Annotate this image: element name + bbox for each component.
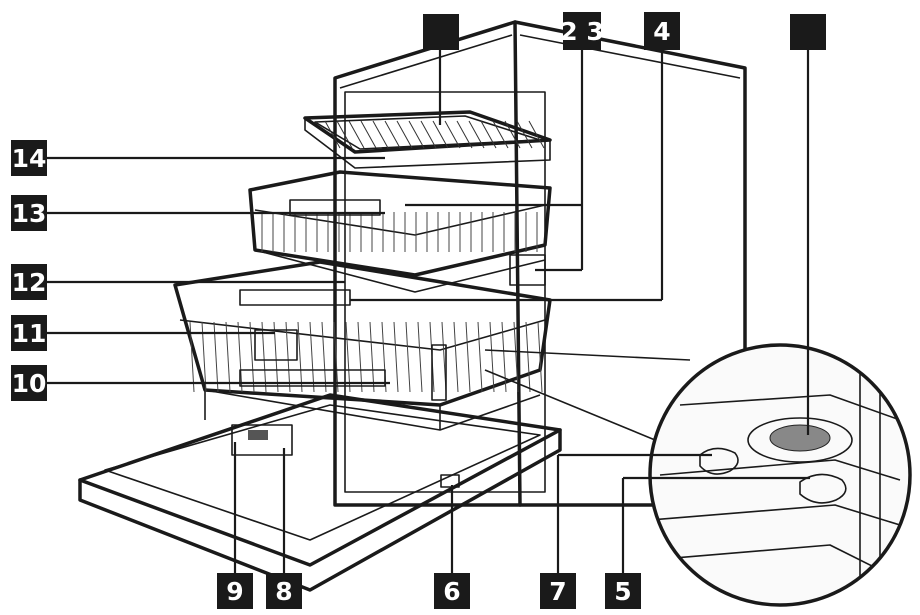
rack-wire [477,321,483,393]
rack-wire [372,120,389,149]
rack-wire [384,120,401,149]
rack-wire [525,321,531,393]
rack-wire [453,321,459,393]
label-text: 11 [12,319,47,348]
rack-wire [465,321,471,393]
label-text: 8 [275,577,292,606]
detail-magnifier [484,343,912,607]
rack-wire [357,321,363,393]
label-text: 9 [226,577,243,606]
label-text: 12 [12,268,47,297]
label-text: 13 [12,199,47,228]
callout-2-3: 2 3 [560,12,604,50]
callout-12: 12 [11,264,47,300]
label-text: 6 [443,577,460,606]
rack-wire [393,321,399,393]
rating-plate [440,474,460,488]
rack-wire [489,321,495,393]
rack-wire [468,120,485,149]
upper-spray-arm [289,199,381,216]
callout-10: 10 [11,365,47,401]
callout-8: 8 [266,573,302,609]
callout-5: 5 [605,573,641,609]
filter-system [747,417,853,463]
callout-top-unnumbered-right [790,14,826,50]
rack-wire [480,120,497,149]
rack-wire [492,120,509,149]
cutlery-drawer [303,110,552,169]
middle-spray-arm [239,289,351,306]
salt-container-cap [799,473,847,504]
rack-wire [537,321,543,393]
dispenser-lid [248,430,268,440]
open-door [78,393,562,592]
rack-wire [432,120,449,149]
cutlery-basket-holder [254,329,298,361]
rack-wire [333,321,339,393]
label-text: 10 [12,369,47,398]
detergent-dispenser [231,424,293,456]
label-text: 14 [12,144,47,173]
rack-latch [431,344,447,401]
callout-6: 6 [434,573,470,609]
rack-wire [408,120,425,149]
callout-7: 7 [540,573,576,609]
rack-wire [336,120,353,149]
rack-wire [501,321,507,393]
rinse-aid-cap [699,447,739,475]
callout-top-unnumbered-left [423,14,459,50]
callout-14: 14 [11,140,47,176]
lower-spray-arm [239,369,386,387]
callout-4: 4 [644,12,680,50]
label-text: 5 [614,577,631,606]
rack-wire [504,120,521,149]
callout-11: 11 [11,315,47,351]
rack-wire [297,321,303,393]
rack-wire [285,321,291,393]
rack-wire [444,120,461,149]
rack-wire [528,120,545,149]
rack-wire [420,120,437,149]
callout-13: 13 [11,195,47,231]
rack-wire [396,120,413,149]
rack-wire [417,321,423,393]
callout-9: 9 [217,573,253,609]
label-text: 4 [653,17,670,46]
rack-wire [516,120,533,149]
rack-wire [513,321,519,393]
rack-wire [309,321,315,393]
rack-wire [324,120,341,149]
label-text: 2 3 [560,17,604,46]
rack-wire [348,120,365,149]
rack-wire [360,120,377,149]
rack-wire [405,321,411,393]
lower-rack [173,260,552,431]
label-text: 7 [549,577,566,606]
rack-wire [345,321,351,393]
leader-lines [41,48,810,577]
rack-wire [321,321,327,393]
rack-wire [369,321,375,393]
rack-wire [456,120,473,149]
